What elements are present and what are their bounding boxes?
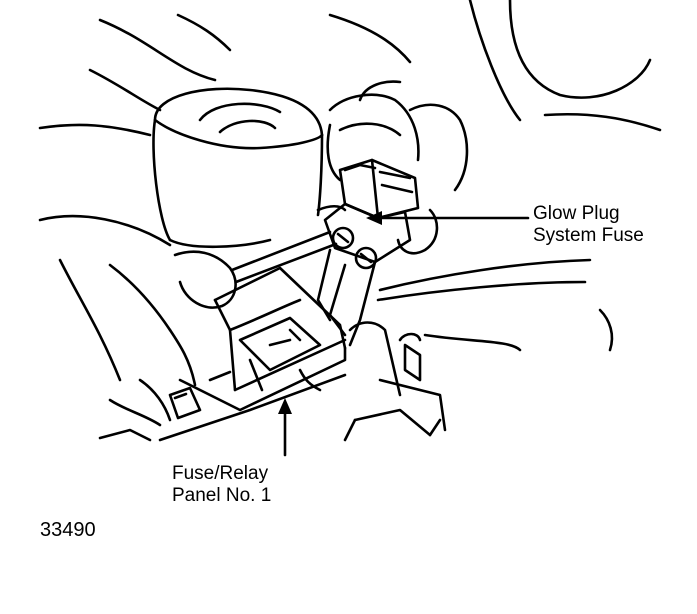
fuse-relay-panel-box (158, 266, 347, 442)
left-hand (38, 214, 237, 442)
fuse-relay-panel-label-line1: Fuse/Relay (172, 463, 269, 484)
fuse-relay-panel-label: Fuse/Relay Panel No. 1 (172, 463, 271, 507)
glow-plug-fuse-label-line1: Glow Plug (533, 203, 620, 224)
glow-plug-fuse-label-line2: System Fuse (533, 225, 644, 246)
screwdriver (230, 230, 338, 284)
upper-hoses (38, 0, 662, 137)
right-hand (326, 80, 469, 255)
reservoir-cap (152, 87, 324, 249)
fuse-connector (316, 158, 420, 347)
fuse-relay-panel-arrow (278, 398, 292, 457)
figure-number: 33490 (40, 519, 96, 541)
right-hose-and-parts (298, 258, 614, 442)
glow-plug-fuse-label: Glow Plug System Fuse (533, 203, 644, 247)
fuse-relay-panel-label-line2: Panel No. 1 (172, 485, 272, 506)
glow-plug-fuse-arrow (366, 211, 530, 225)
